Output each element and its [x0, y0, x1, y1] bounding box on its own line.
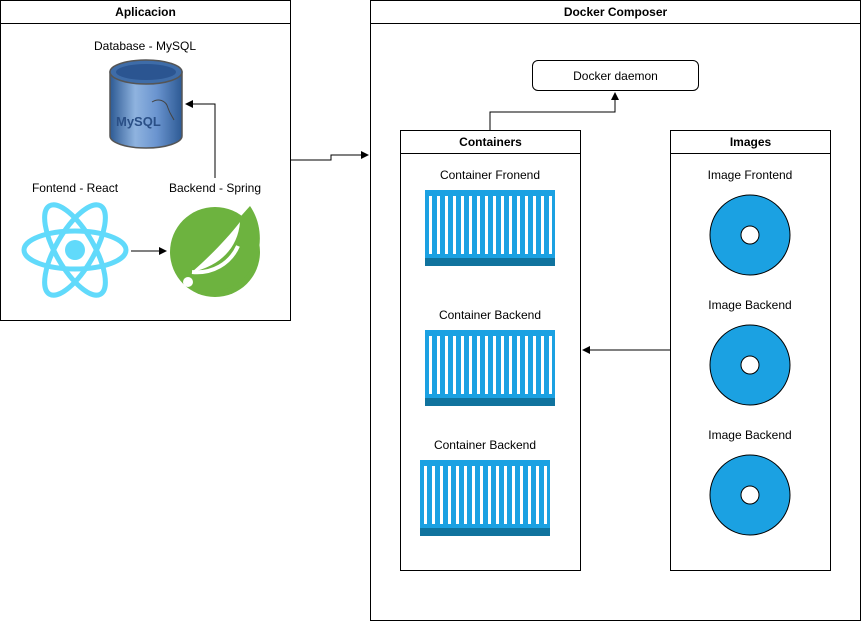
container-slat [456, 466, 459, 524]
container-slat [485, 336, 488, 394]
container-slat [472, 466, 475, 524]
container-slat [504, 466, 507, 524]
container-icon-2 [425, 330, 555, 406]
container-slat [480, 466, 483, 524]
container-slat [496, 466, 499, 524]
container-slat [477, 336, 480, 394]
container-slat [536, 466, 539, 524]
aplicacion-title: Aplicacion [1, 1, 290, 24]
container-slat [448, 466, 451, 524]
container-label-3: Container Backend [433, 438, 537, 452]
database-label: Database - MySQL [93, 39, 197, 53]
mysql-database-icon: MySQL [109, 59, 183, 149]
container-slat [445, 196, 448, 254]
arrow-aplicacion-to-docker [291, 151, 369, 161]
container-slat [525, 336, 528, 394]
container-slat [517, 336, 520, 394]
docker-daemon-node: Docker daemon [532, 60, 699, 91]
container-slat [517, 196, 520, 254]
container-slat [541, 336, 544, 394]
container-slat [432, 466, 435, 524]
container-slat [437, 196, 440, 254]
mysql-logo-text: MySQL [116, 114, 161, 129]
backend-label: Backend - Spring [168, 181, 262, 195]
container-label-2: Container Backend [438, 308, 542, 322]
image-disk-icon-1 [709, 194, 791, 276]
react-icon [21, 202, 129, 298]
container-slat [469, 196, 472, 254]
containers-title: Containers [401, 131, 580, 154]
container-slat [533, 196, 536, 254]
container-slat [509, 336, 512, 394]
spring-icon [170, 206, 260, 297]
container-slat [485, 196, 488, 254]
container-icon-1 [425, 190, 555, 266]
container-slat [453, 336, 456, 394]
container-slat [493, 336, 496, 394]
image-disk-icon-2 [709, 324, 791, 406]
container-icon-3 [420, 460, 550, 536]
container-slat [461, 196, 464, 254]
container-slat [541, 196, 544, 254]
container-slat [429, 336, 432, 394]
container-slat [437, 336, 440, 394]
container-slat [501, 196, 504, 254]
container-slat [429, 196, 432, 254]
container-slat [544, 466, 547, 524]
image-label-2: Image Backend [708, 298, 792, 312]
container-slat [464, 466, 467, 524]
docker-composer-title: Docker Composer [371, 1, 860, 24]
container-slat [549, 336, 552, 394]
container-slat [528, 466, 531, 524]
container-slat [440, 466, 443, 524]
image-label-1: Image Frontend [707, 168, 793, 182]
container-slat [509, 196, 512, 254]
container-slat [488, 466, 491, 524]
image-label-3: Image Backend [708, 428, 792, 442]
container-slat [549, 196, 552, 254]
container-slat [501, 336, 504, 394]
image-disk-icon-3 [709, 454, 791, 536]
container-slat [533, 336, 536, 394]
container-slat [461, 336, 464, 394]
container-slat [520, 466, 523, 524]
container-slat [512, 466, 515, 524]
container-slat [477, 196, 480, 254]
container-slat [525, 196, 528, 254]
images-title: Images [671, 131, 830, 154]
container-slat [445, 336, 448, 394]
container-slat [493, 196, 496, 254]
container-slat [424, 466, 427, 524]
container-slat [469, 336, 472, 394]
container-label-1: Container Fronend [439, 168, 541, 182]
frontend-label: Fontend - React [31, 181, 119, 195]
container-slat [453, 196, 456, 254]
